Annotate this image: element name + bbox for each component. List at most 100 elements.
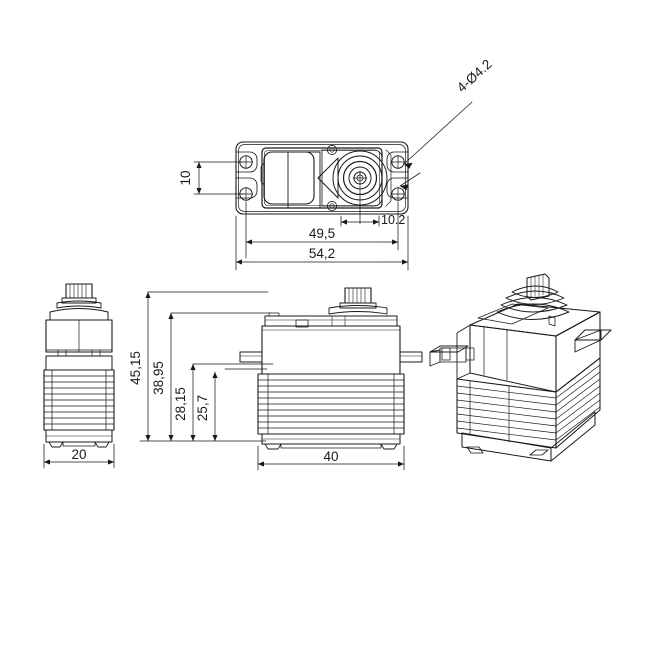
left-view-foot-right: [94, 441, 110, 448]
top-view-tab-notch-lower-left: [235, 177, 258, 199]
top-view-tab-notch-upper-left: [235, 151, 258, 173]
left-view-shaft-collar: [61, 297, 97, 304]
dim-54p2-arrow-right: [402, 259, 408, 265]
hole-callout-arrow-a: [404, 162, 413, 169]
top-view-gearbox-boss: [321, 149, 383, 207]
left-view-fin-side-rails: [51, 369, 107, 431]
hole-callout-leader: [403, 101, 473, 165]
iso-flange-right-side: [574, 329, 602, 353]
dim-20-ext-lines: [43, 443, 115, 469]
shaft-center-crosshair: [352, 170, 368, 186]
dim-28p15-arrow-bottom: [190, 435, 196, 441]
iso-fins: [456, 364, 601, 441]
dim-label-height-28-15: 28,15: [173, 387, 188, 421]
front-view-foot-right: [380, 443, 398, 450]
top-view: [235, 141, 409, 215]
iso-flange-right-top: [574, 329, 612, 341]
front-view-foot-left: [264, 443, 282, 450]
top-view-tab-notch-upper-right: [386, 151, 409, 173]
front-view-flange-left: [239, 351, 263, 363]
iso-upper-case-left: [456, 324, 471, 380]
dim-20-arrow-left: [44, 459, 50, 465]
iso-boss-ring-2: [505, 290, 565, 305]
left-view-mid-band: [45, 355, 113, 371]
front-view-flange-right: [399, 351, 423, 363]
front-view-fins: [257, 379, 405, 429]
front-view-lid-tab-left: [268, 312, 280, 317]
iso-flange-left-notch: [441, 347, 451, 361]
iso-bottom-side: [550, 411, 596, 462]
front-view: [239, 287, 423, 450]
top-view-lid-rib: [287, 151, 321, 209]
iso-foot-left: [466, 446, 484, 454]
iso-upper-case-side: [555, 311, 601, 393]
iso-flange-left-top: [429, 345, 469, 353]
iso-boss-ring-1: [511, 285, 559, 298]
gearbox-screw-bottom: [326, 200, 338, 212]
gearbox-screw-bottom-inner: [329, 203, 335, 209]
left-view-vent-slots: [57, 349, 101, 357]
dim-label-overall-length: 54,2: [309, 246, 335, 261]
left-view-bottom-plate: [62, 441, 96, 447]
dim-38p95-arrow-bottom: [168, 435, 174, 441]
dim-38p95-arrow-top: [168, 313, 174, 319]
iso-boss-ring-4: [496, 303, 570, 320]
dim-40-ext-lines: [257, 445, 405, 471]
dim-54p2-arrow-left: [236, 259, 242, 265]
front-view-bottom-plate: [280, 443, 382, 449]
dim-49p5-arrow-left: [246, 239, 252, 245]
front-view-boss-ring: [328, 305, 388, 315]
dim-label-front-width: 40: [323, 449, 338, 464]
left-view-foot-left: [48, 441, 64, 448]
dim-label-hole-callout: 4-Ø4.2: [454, 56, 495, 95]
dim-label-overall-height: 45,15: [128, 351, 143, 385]
front-view-upper-case: [261, 325, 401, 375]
iso-spline-shaft: [526, 273, 550, 301]
hole-callout-leader-b: [399, 172, 421, 187]
isometric-view: [429, 273, 612, 462]
front-view-lid-ribs: [331, 315, 346, 327]
dim-10p2-arrow-left: [341, 219, 347, 225]
dim-10-ext-lines: [193, 161, 245, 195]
dim-label-side-width: 20: [71, 447, 86, 462]
left-view-spline-teeth: [69, 283, 87, 299]
dim-40-arrow-left: [258, 461, 264, 467]
iso-lid-tab: [548, 315, 556, 327]
dim-28p15-arrow-top: [190, 364, 196, 370]
top-view-horn-arrow: [317, 157, 339, 199]
front-view-lid-tab-mid: [295, 319, 309, 328]
dim-10p2-arrow-right: [373, 219, 379, 225]
left-view-top-shoulder: [49, 308, 109, 321]
dim-20-group: 20: [43, 443, 115, 469]
front-view-lid: [264, 315, 398, 327]
gearbox-screw-top: [326, 144, 338, 156]
front-view-spline-teeth: [348, 287, 366, 304]
iso-boss-ring-3: [500, 297, 568, 313]
iso-fin-front: [456, 378, 557, 449]
dim-45p15-arrow-top: [145, 292, 151, 298]
dim-25p7-arrow-top: [212, 372, 218, 378]
dim-20-arrow-right: [108, 459, 114, 465]
iso-fin-side: [555, 357, 601, 449]
dim-label-body-length: 49,5: [309, 226, 335, 241]
top-view-lid-plate: [263, 151, 315, 205]
top-view-dimensions: 10 10.2 49,5 54,2 4-Ø4.2: [178, 56, 495, 271]
height-dimensions: 45,15 38,95 28,15 25,7: [128, 291, 274, 442]
dim-10-arrow-bottom: [196, 188, 202, 194]
top-view-tab-notch-lower-right: [386, 177, 409, 199]
dim-49p5-arrow-right: [392, 239, 398, 245]
left-view-fins: [43, 375, 115, 425]
hole-callout-arrow-b: [400, 184, 409, 191]
dim-45p15-arrow-bottom: [145, 435, 151, 441]
top-view-left-edge-detail: [260, 162, 265, 186]
iso-foot-right: [529, 449, 549, 456]
dim-40-arrow-right: [398, 461, 404, 467]
dim-40-group: 40: [257, 445, 405, 471]
dim-10-arrow-top: [196, 162, 202, 168]
front-view-fin-side-rails: [267, 373, 395, 435]
iso-flange-left-notch-b: [465, 347, 475, 361]
top-view-right-wall-detail: [385, 149, 392, 207]
gearbox-screw-top-inner: [329, 147, 335, 153]
left-view-boss-ring: [56, 300, 102, 309]
